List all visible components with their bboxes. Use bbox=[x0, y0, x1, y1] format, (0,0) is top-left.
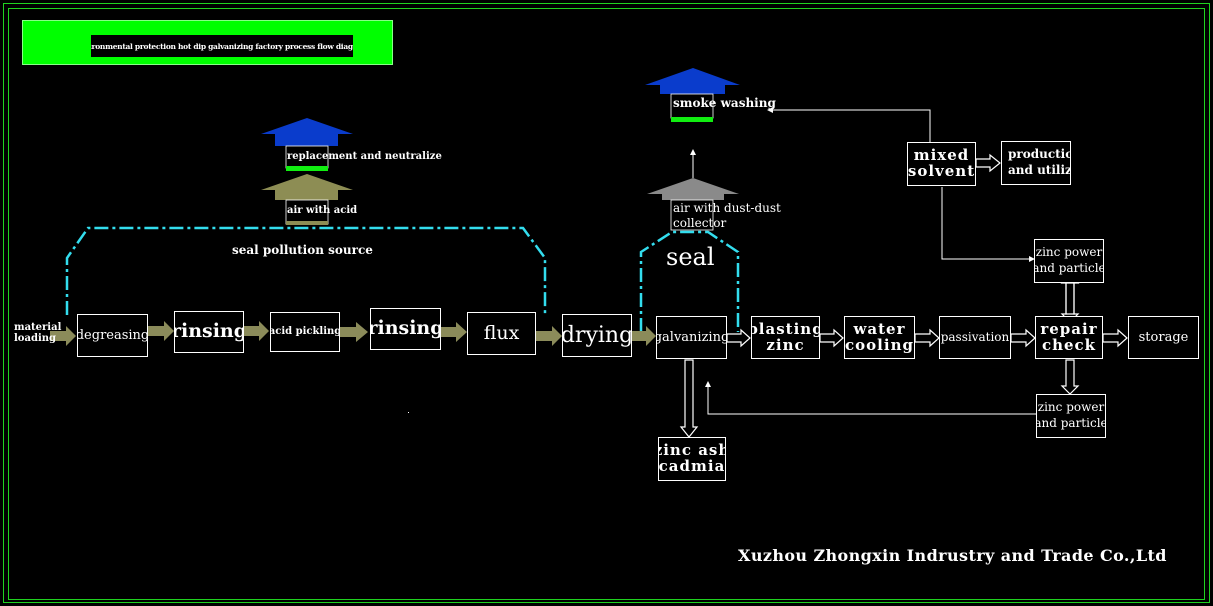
step-water-cooling: water cooling bbox=[844, 316, 915, 359]
step-degreasing: degreasing bbox=[77, 314, 148, 357]
acid-up-arrow-icon bbox=[261, 174, 353, 200]
smoke-up-arrow-icon bbox=[645, 68, 740, 94]
replacement-label: replacement and neutralize bbox=[287, 151, 442, 162]
production-utilization: production and utilization bbox=[1001, 141, 1071, 185]
zinc-power-top: zinc power and particle bbox=[1034, 239, 1104, 283]
smoke-washing-label: smoke washing bbox=[673, 96, 776, 110]
dust-up-arrow-icon bbox=[647, 178, 739, 200]
material-loading-label: material loading bbox=[14, 322, 62, 344]
step-rinsing-2: rinsing bbox=[370, 308, 441, 350]
step-rinsing-1: rinsing bbox=[174, 311, 244, 353]
diagram-title: environmental protection hot dip galvani… bbox=[91, 35, 353, 57]
step-storage: storage bbox=[1128, 316, 1199, 359]
seal-pollution-label: seal pollution source bbox=[232, 243, 373, 257]
zinc-return-line bbox=[705, 381, 1036, 415]
air-with-acid-label: air with acid bbox=[287, 205, 358, 216]
flow-arrows bbox=[50, 321, 656, 346]
title-bar: environmental protection hot dip galvani… bbox=[22, 20, 393, 65]
mixed-solvent: mixed solvent bbox=[907, 142, 976, 186]
step-passivation: passivation bbox=[939, 316, 1011, 359]
stray-dot bbox=[408, 412, 409, 413]
replacement-up-arrow-icon bbox=[261, 118, 353, 146]
step-galvanizing: galvanizing bbox=[656, 316, 727, 359]
solvent-to-zinc-line bbox=[941, 187, 1035, 262]
seal-galvanizing-line bbox=[639, 230, 740, 332]
seal-label: seal bbox=[666, 243, 715, 271]
step-blasting-zinc: blasting zinc bbox=[751, 316, 820, 359]
company-name: Xuzhou Zhongxin Indrustry and Trade Co.,… bbox=[738, 546, 1167, 565]
step-repair-check: repair check bbox=[1035, 316, 1103, 359]
solvent-to-smoke-line bbox=[767, 107, 931, 143]
outer-frame bbox=[3, 3, 1210, 603]
seal-pollution-line bbox=[65, 226, 547, 315]
air-with-dust-label: air with dust-dust collector bbox=[673, 201, 781, 230]
zinc-ash-cadmia: zinc ash cadmia bbox=[658, 437, 726, 481]
step-drying: drying bbox=[562, 314, 632, 357]
inner-frame bbox=[8, 8, 1205, 600]
step-flux: flux bbox=[467, 312, 536, 355]
step-acid-pickling: acid pickling bbox=[270, 312, 340, 352]
zinc-power-bottom: zinc power and particle bbox=[1036, 394, 1106, 438]
